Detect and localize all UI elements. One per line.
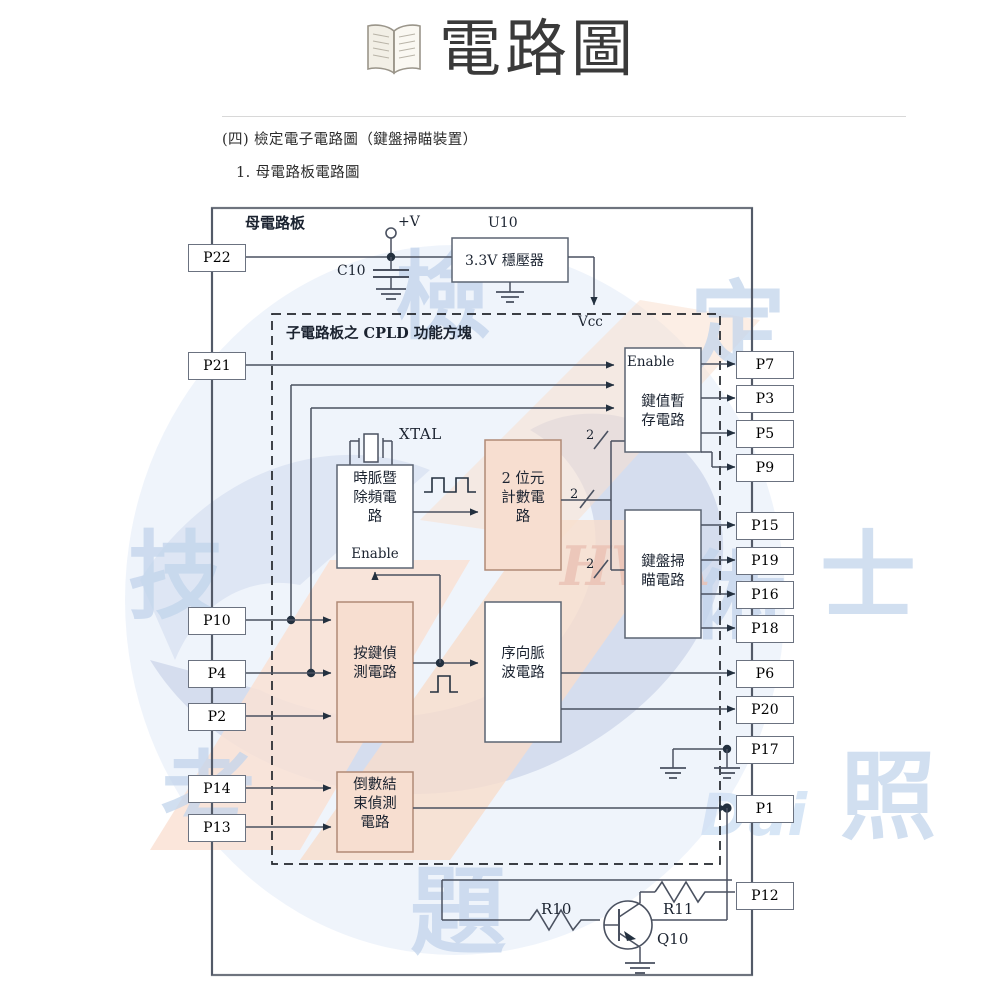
block-kbscan-line2: 瞄電路 [641,573,685,589]
pin-label: P1 [755,801,775,817]
block-kbscan-line1: 鍵盤掃 [641,554,685,570]
subsection-caption: 1. 母電路板電路圖 [236,165,360,181]
bus-width-label-latch: 2 [586,428,595,443]
block-key-latch-line2: 存電路 [641,413,685,429]
pin-box-p9[interactable]: P9 [736,454,794,482]
supply-label: +V [398,214,420,230]
block-clock-divider-enable: Enable [351,546,399,562]
pin-label: P15 [751,518,779,534]
pin-label: P18 [751,621,779,637]
pin-box-p12[interactable]: P12 [736,882,794,910]
r10-label: R10 [541,900,572,918]
pin-box-p3[interactable]: P3 [736,385,794,413]
board-label: 母電路板 [245,214,306,232]
pin-box-p20[interactable]: P20 [736,696,794,724]
pin-label: P19 [751,553,779,569]
pin-box-p17[interactable]: P17 [736,736,794,764]
pin-label: P9 [755,460,775,476]
pin-label: P14 [203,781,231,797]
block-countdown-line3: 電路 [360,815,390,831]
page-title: 電路圖 [438,12,637,85]
pin-box-p2[interactable]: P2 [188,703,246,731]
pin-box-p6[interactable]: P6 [736,660,794,688]
pin-box-p14[interactable]: P14 [188,775,246,803]
pin-box-p18[interactable]: P18 [736,615,794,643]
block-clock-divider-line3: 路 [367,509,383,525]
pin-label: P22 [203,250,231,266]
open-book-icon [363,19,425,79]
pin-box-p13[interactable]: P13 [188,814,246,842]
bus-width-label-counter: 2 [570,487,579,502]
block-key-detect-line2: 測電路 [353,665,397,681]
cap-label: C10 [337,263,366,279]
block-counter-line3: 路 [515,509,531,525]
pin-box-p22[interactable]: P22 [188,244,246,272]
pin-box-p10[interactable]: P10 [188,607,246,635]
pin-label: P21 [203,358,231,374]
pin-label: P5 [755,426,775,442]
block-key-latch-line1: 鍵值暫 [641,394,685,410]
section-caption: (四) 檢定電子電路圖（鍵盤掃瞄裝置） [222,132,478,148]
regulator-label: 3.3V 穩壓器 [465,253,544,269]
pin-label: P6 [755,666,775,682]
pin-label: P13 [203,820,231,836]
pin-box-p1[interactable]: P1 [736,795,794,823]
pin-box-p5[interactable]: P5 [736,420,794,448]
block-key-latch-enable: Enable [627,354,675,370]
block-seq-pulse-line2: 波電路 [501,665,545,681]
pin-label: P20 [751,702,779,718]
pin-box-p21[interactable]: P21 [188,352,246,380]
block-seq-pulse-line1: 序向脈 [501,646,545,662]
pin-label: P12 [751,888,779,904]
cpld-label: 子電路板之 CPLD 功能方塊 [286,325,472,342]
q10-label: Q10 [657,930,689,948]
xtal-label: XTAL [399,425,442,443]
r11-label: R11 [663,900,694,918]
pin-box-p7[interactable]: P7 [736,351,794,379]
pin-label: P2 [207,709,227,725]
pin-box-p19[interactable]: P19 [736,547,794,575]
title-row: 電路圖 [0,18,1000,80]
page-header: 電路圖 [0,0,1000,118]
block-counter-line1: 2 位元 [501,471,545,487]
bus-width-label-scan: 2 [586,557,595,572]
pin-label: P4 [207,666,227,682]
pin-box-p15[interactable]: P15 [736,512,794,540]
pin-box-p4[interactable]: P4 [188,660,246,688]
block-countdown-line2: 束偵測 [353,796,397,812]
vcc-label: Vcc [578,314,603,330]
block-key-detect-line1: 按鍵偵 [353,646,397,662]
block-counter-line2: 計數電 [501,490,545,506]
pin-label: P3 [755,391,775,407]
pin-label: P16 [751,587,779,603]
pin-label: P17 [751,742,779,758]
pin-label: P10 [203,613,231,629]
block-clock-divider-line2: 除頻電 [353,490,397,506]
pin-box-p16[interactable]: P16 [736,581,794,609]
block-clock-divider-line1: 時脈暨 [353,471,397,487]
pin-label: P7 [755,357,775,373]
regulator-ref: U10 [488,215,518,231]
header-divider [222,116,906,117]
block-countdown-line1: 倒數結 [353,777,397,793]
